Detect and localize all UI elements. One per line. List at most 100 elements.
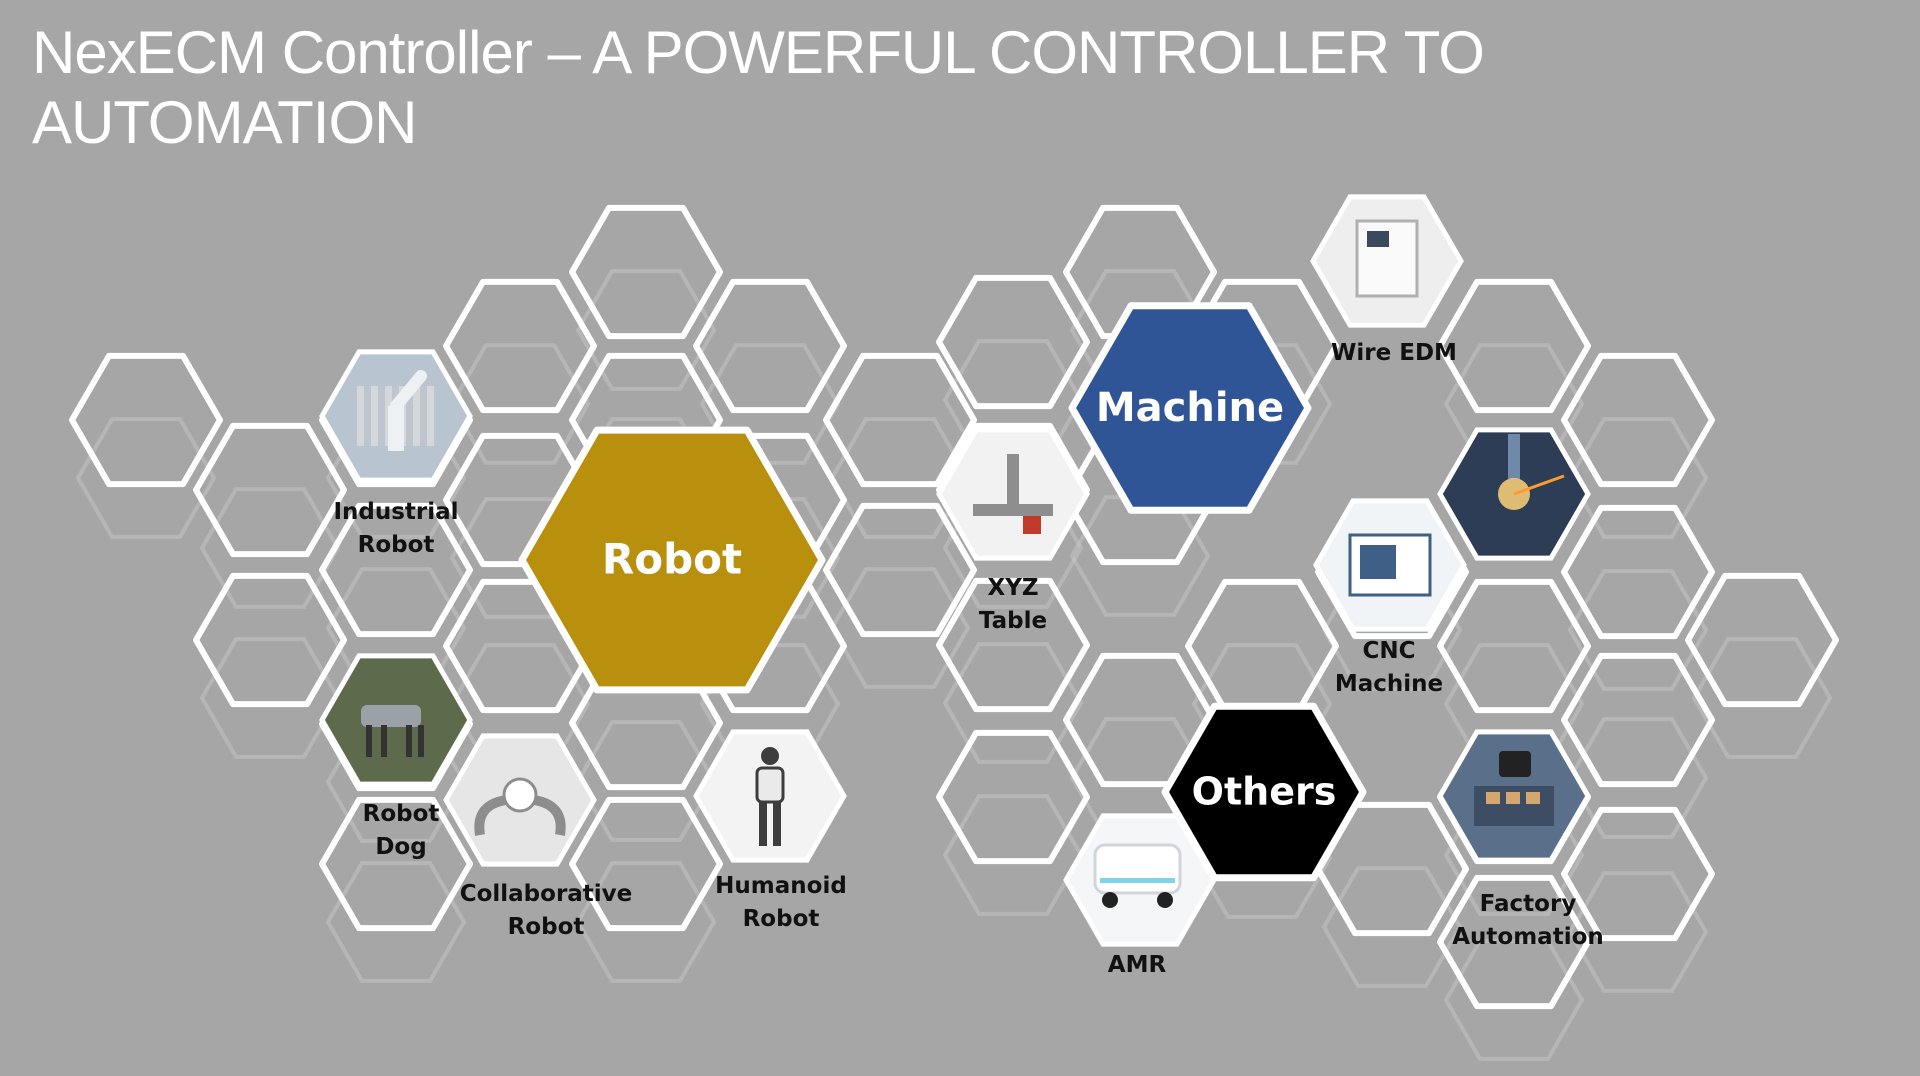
xyz-axis-z: [1007, 454, 1019, 509]
hexagon-outline: [1561, 652, 1715, 788]
label-amr: AMR: [1108, 949, 1166, 982]
xyz-table-icon: [936, 427, 1090, 561]
cnc-machine-icon: [1313, 498, 1467, 632]
factory-automation-icon: [1437, 729, 1591, 863]
hexagon-outline: [1561, 806, 1715, 942]
amr-wheel: [1157, 892, 1173, 908]
humanoid-leg: [773, 802, 781, 846]
robot-arm-link: [390, 370, 427, 412]
cobot-head: [502, 777, 538, 813]
hexagon-outline: [1561, 352, 1715, 488]
category-label-machine: Machine: [1096, 385, 1284, 431]
label-line-2: Dog: [375, 834, 427, 860]
label-factory-automation: Factory Automation: [1452, 888, 1604, 954]
label-humanoid-robot: Humanoid Robot: [715, 870, 847, 936]
hexagon-outline: [1437, 874, 1591, 1010]
label-line-2: Table: [978, 608, 1048, 634]
amr-wheel: [1102, 892, 1118, 908]
hexagon-reflection: [942, 642, 1084, 764]
slide-title: NexECM Controller – A POWERFUL CONTROLLE…: [32, 19, 1485, 156]
hexagon-reflection: [1069, 495, 1211, 617]
robot-arm-base: [388, 406, 404, 451]
laser-cutting-icon: [1437, 427, 1591, 561]
robot-dog-body: [361, 705, 421, 727]
hexagon-outline: [1685, 572, 1839, 708]
humanoid-torso: [755, 766, 785, 804]
camera-sensor: [1499, 751, 1531, 777]
hexagon-outline: [693, 278, 847, 414]
label-line-2: Robot: [742, 906, 820, 932]
category-label-robot: Robot: [602, 535, 742, 584]
hexagon-outline: [69, 352, 223, 488]
hexagon-reflection: [1567, 717, 1709, 839]
hexagon-outline: [569, 796, 723, 932]
hexagon-reflection: [942, 794, 1084, 916]
hexagon-reflection: [1443, 939, 1585, 1061]
hexagon-outline: [319, 502, 473, 638]
label-line-1: Collaborative: [459, 881, 633, 907]
hexagon-reflection: [575, 861, 717, 983]
hexagon-outline: [1437, 278, 1591, 414]
humanoid-leg: [759, 802, 767, 846]
amr-light-strip: [1100, 878, 1175, 883]
label-collaborative-robot: Collaborative Robot: [460, 878, 633, 944]
conveyor-box: [1526, 792, 1540, 804]
laser-head: [1508, 434, 1520, 479]
hexagon-reflection: [199, 637, 341, 759]
label-line-1: Wire EDM: [1331, 340, 1457, 366]
label-line-1: Industrial: [333, 499, 459, 525]
humanoid-robot-icon: [693, 729, 847, 863]
hexagon-reflection: [575, 269, 717, 391]
hexagon-outline: [823, 352, 977, 488]
hexagon-reflection: [1567, 417, 1709, 539]
hexagon-outline: [193, 572, 347, 708]
hexagon-reflection: [699, 343, 841, 465]
hexagon-outline: [936, 577, 1090, 713]
hexagon-outline: [443, 278, 597, 414]
hexagon-outline: [569, 204, 723, 340]
robot-dog-leg: [381, 725, 387, 757]
label-robot-dog: Robot Dog: [363, 798, 440, 864]
edm-screen: [1367, 231, 1389, 247]
label-line-2: Robot: [357, 532, 435, 558]
amr-body: [1093, 843, 1182, 895]
category-hexagon-machine: [1068, 302, 1312, 514]
hexagon-outline: [193, 422, 347, 558]
hexagon-reflection: [1567, 569, 1709, 691]
label-line-1: Factory: [1479, 891, 1577, 917]
collaborative-robot-icon: [443, 733, 597, 867]
category-hexagon-robot: [518, 426, 826, 694]
category-hexagon-others: [1161, 702, 1367, 882]
conveyor-box: [1486, 792, 1500, 804]
robot-dog-leg: [366, 725, 372, 757]
hexagon-reflection: [1691, 637, 1833, 759]
amr-icon: [1063, 813, 1217, 947]
hexagon-reflection: [199, 487, 341, 609]
label-cnc-machine: CNC Machine: [1335, 635, 1443, 701]
hexagon-outline: [1437, 578, 1591, 714]
label-line-1: Robot: [362, 801, 440, 827]
label-line-2: Machine: [1334, 671, 1444, 697]
xyz-axis-x: [973, 504, 1053, 516]
laser-spark-ray: [1513, 474, 1565, 496]
hexagon-reflection: [75, 417, 217, 539]
wire-edm-icon: [1310, 194, 1464, 328]
robot-dog-icon: [319, 653, 473, 787]
hexagon-reflection: [1321, 866, 1463, 988]
category-label-others: Others: [1192, 770, 1337, 814]
conveyor-box: [1506, 792, 1520, 804]
robot-dog-leg: [406, 725, 412, 757]
cnc-window: [1360, 545, 1396, 579]
hexagon-outline: [1561, 504, 1715, 640]
robot-dog-leg: [418, 725, 424, 757]
hexagon-outline: [823, 502, 977, 638]
label-line-2: Automation: [1452, 924, 1604, 950]
label-line-2: Robot: [507, 914, 585, 940]
hexagon-reflection: [1567, 871, 1709, 993]
label-line-1: XYZ: [987, 575, 1039, 601]
label-xyz-table: XYZ Table: [979, 572, 1047, 638]
hexagon-reflection: [325, 861, 467, 983]
cobot-right-arm: [532, 795, 566, 836]
label-wire-edm: Wire EDM: [1331, 337, 1457, 370]
